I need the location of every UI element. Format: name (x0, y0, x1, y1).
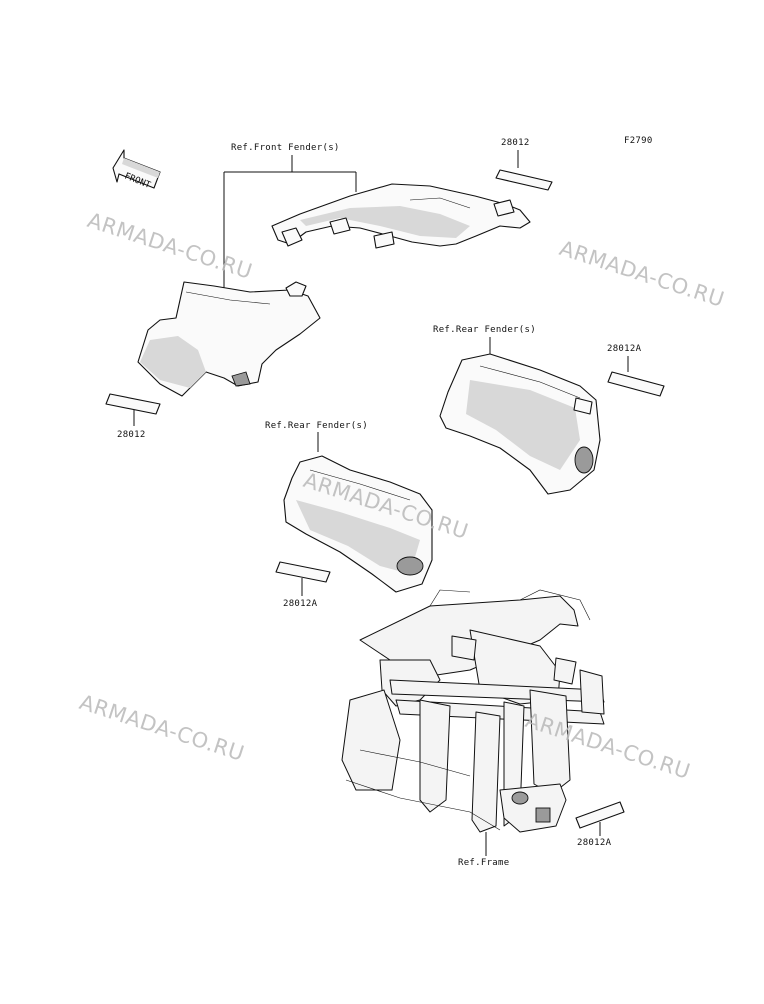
frame-part (341, 589, 605, 833)
front-fender-leader (223, 155, 357, 290)
ref-rear-fender-label-right: Ref.Rear Fender(s) (433, 325, 536, 335)
rear-fender-right-part (439, 337, 601, 495)
rear-fender-left-part (283, 432, 433, 593)
label-strip-left (105, 393, 161, 426)
ref-rear-fender-label-left: Ref.Rear Fender(s) (265, 421, 368, 431)
ref-front-fender-label: Ref.Front Fender(s) (231, 143, 340, 153)
front-arrow-icon: FRONT (112, 149, 161, 191)
label-strip-frame (575, 801, 625, 836)
part-number-frame: 28012A (577, 838, 612, 848)
part-number-rear-left: 28012A (283, 599, 318, 609)
front-fender-part (271, 183, 531, 249)
label-strip-rear-left (275, 561, 331, 596)
figure-code: F2790 (624, 136, 653, 146)
ref-frame-label: Ref.Frame (458, 858, 510, 868)
label-strip-rear-right (607, 356, 665, 397)
part-number-left: 28012 (117, 430, 146, 440)
part-number-rear-right: 28012A (607, 344, 642, 354)
label-strip-top-right (495, 150, 553, 191)
front-fender-side-part (137, 281, 321, 397)
part-number-top-right: 28012 (501, 138, 530, 148)
